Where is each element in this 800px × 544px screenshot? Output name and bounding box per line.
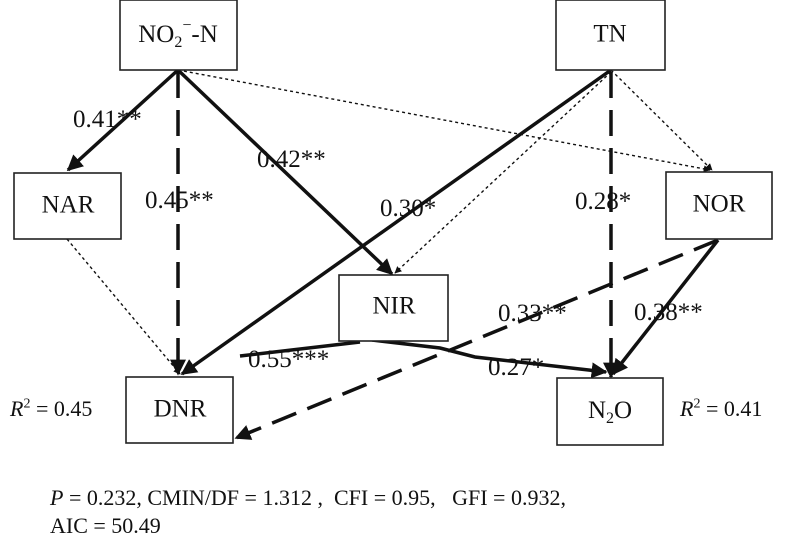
r2-dnr: R2 = 0.45 xyxy=(10,396,92,422)
fit-line1-rest: = 0.232, CMIN/DF = 1.312 , CFI = 0.95, G… xyxy=(63,485,566,510)
fit-aic: AIC = 50.49 xyxy=(50,513,161,538)
path-tn-nor xyxy=(610,69,713,171)
coef-no2n-dnr: 0.45** xyxy=(145,187,214,214)
node-n2o: N2O xyxy=(556,377,664,446)
path-no2n-nir xyxy=(176,68,394,276)
n2o-prefix: N xyxy=(588,397,606,424)
node-tn: TN xyxy=(555,0,666,71)
coef-nor-dnr: 0.33** xyxy=(498,300,567,327)
coef-tn-n2o: 0.28* xyxy=(575,188,631,215)
node-no2n: NO2−-N xyxy=(119,0,238,71)
coef-nir-n2o: 0.27* xyxy=(488,354,544,381)
n2o-sub: 2 xyxy=(606,410,614,427)
node-nir: NIR xyxy=(338,274,449,342)
dnr-label: DNR xyxy=(154,396,207,423)
nor-label: NOR xyxy=(693,191,746,218)
node-nor: NOR xyxy=(665,171,773,240)
path-no2n-nor xyxy=(177,69,711,173)
svg-text:NO2−-N: NO2−-N xyxy=(138,17,218,51)
no2n-sub: 2 xyxy=(174,34,182,51)
coef-no2n-nar: 0.41** xyxy=(73,106,142,133)
r2-dnr-exp: 2 xyxy=(23,396,31,412)
path-nor-dnr xyxy=(234,238,719,440)
r2-n2o: R2 = 0.41 xyxy=(680,396,762,422)
model-fit-line-2: AIC = 50.49 xyxy=(50,511,161,541)
nar-label: NAR xyxy=(42,192,95,219)
coef-nir-dnr: 0.55*** xyxy=(248,346,329,373)
coef-nor-n2o: 0.38** xyxy=(634,299,703,326)
node-dnr: DNR xyxy=(125,376,234,444)
path-tn-dnr xyxy=(180,68,613,376)
svg-text:N2O: N2O xyxy=(588,397,632,427)
nir-label: NIR xyxy=(372,293,415,320)
n2o-suffix: O xyxy=(614,397,632,424)
no2n-suffix: -N xyxy=(191,21,217,48)
no2n-sup: − xyxy=(182,17,191,34)
r2-n2o-symbol: R xyxy=(680,396,694,421)
path-nir-n2o xyxy=(371,338,608,379)
path-nar-dnr xyxy=(66,238,181,375)
tn-label: TN xyxy=(593,21,626,48)
fit-p-symbol: P xyxy=(50,485,64,510)
r2-n2o-exp: 2 xyxy=(693,396,701,412)
path-nir-dnr xyxy=(239,340,361,358)
coef-no2n-nir: 0.42** xyxy=(257,146,326,173)
r2-dnr-value: = 0.45 xyxy=(30,396,93,421)
node-nar: NAR xyxy=(13,172,122,240)
path-no2n-nar xyxy=(66,68,180,172)
path-nor-n2o xyxy=(611,238,720,376)
r2-dnr-symbol: R xyxy=(10,396,24,421)
model-fit-line-1: P = 0.232, CMIN/DF = 1.312 , CFI = 0.95,… xyxy=(50,483,566,513)
path-tn-nir xyxy=(394,71,612,274)
coef-tn-dnr: 0.30* xyxy=(380,195,436,222)
r2-n2o-value: = 0.41 xyxy=(700,396,763,421)
no2n-prefix: NO xyxy=(138,21,174,48)
